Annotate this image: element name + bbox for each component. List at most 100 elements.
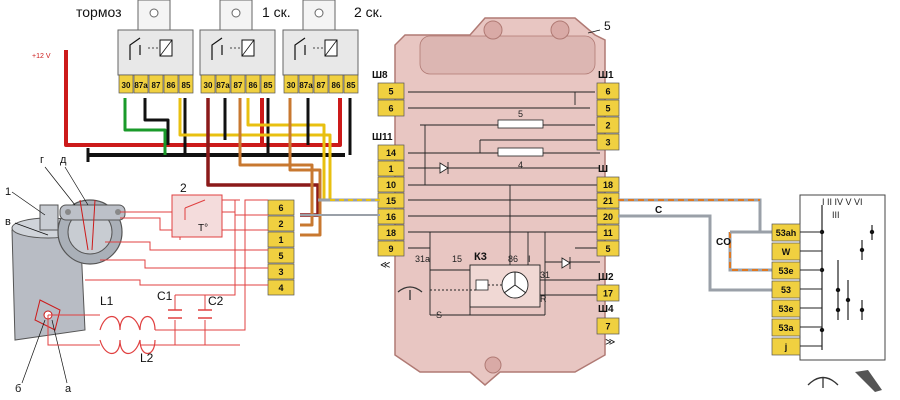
motor-wires (47, 199, 268, 346)
svg-text:86: 86 (508, 254, 518, 264)
relay-pin-label: 30 (204, 81, 213, 90)
relay-pin-label: 87 (317, 81, 326, 90)
cap-c1-label: C1 (157, 289, 173, 303)
relay-pin-label: 87a (134, 81, 148, 90)
switch-connector-pin-label: 53e (778, 304, 793, 314)
conn-sh2-pin-label: 17 (603, 289, 613, 299)
switch-connector-pin-label: 53a (778, 323, 794, 333)
conn-sh11-pin (377, 208, 405, 225)
svg-text:1: 1 (5, 186, 11, 198)
conn-sh11-pin (377, 224, 405, 241)
relay-pin (283, 74, 299, 94)
block-internal-wiring (408, 91, 600, 316)
conn-sh3-pin-label: 20 (603, 212, 613, 222)
arrow-left-mark: ≪ (380, 260, 390, 271)
switch-contact-dot (869, 229, 875, 235)
relay-pin-label: 87 (152, 81, 161, 90)
conn-sh4-pin-label: 7 (605, 322, 610, 332)
conn-sh1-pin (596, 99, 620, 117)
svg-text:III: III (832, 210, 840, 220)
conn-sh3-pin (596, 240, 620, 257)
coils (99, 315, 156, 355)
conn-sh11-pin (377, 160, 405, 177)
capacitors (168, 309, 212, 319)
coil-l2-label: L2 (140, 351, 154, 365)
switch-contact-dot (859, 307, 865, 313)
conn-sh1-pin-label: 2 (605, 121, 610, 131)
relay-pin-label: 85 (182, 81, 191, 90)
motor-connector-pin-label: 2 (278, 219, 283, 229)
svg-text:д: д (60, 154, 67, 166)
relay-pin (343, 74, 359, 94)
switch-contact-dot (835, 307, 841, 313)
k3-relay: К3 31a 15 86 I 31 R S (415, 251, 550, 320)
motor-connector-pin-label: 6 (278, 203, 283, 213)
motor-connector-pin (267, 215, 295, 232)
wiper-icon (397, 286, 423, 300)
svg-text:б: б (15, 383, 21, 395)
diode-2 (561, 257, 571, 269)
motor-connector-pin (267, 247, 295, 264)
conn-sh11-pin-label: 14 (386, 148, 396, 158)
sh2-title: Ш2 (598, 272, 614, 283)
switch-contact-dot (819, 327, 825, 333)
switch-contact-dot (845, 297, 851, 303)
connector-sh2: 17 (596, 284, 620, 302)
conn-sh11-pin (377, 144, 405, 161)
switch-wires (618, 198, 772, 292)
block-number: 5 (604, 19, 611, 33)
motor-connector-pin-label: 1 (278, 235, 283, 245)
sh8-title: Ш8 (372, 70, 388, 81)
motor-connector-pin (267, 279, 295, 296)
motor-connector-pin-label: 3 (278, 267, 283, 277)
switch-connector-pin-label: 53 (781, 285, 791, 295)
k3-label: К3 (474, 251, 487, 263)
sh1-title: Ш1 (598, 70, 614, 81)
switch-connector-pin-label: W (782, 247, 791, 257)
wire-c-label: C (655, 205, 662, 216)
coil-l1-label: L1 (100, 294, 114, 308)
relay-pin (178, 74, 194, 94)
switch-connector-pin-label: 53e (778, 266, 793, 276)
relay-pin-label: 30 (287, 81, 296, 90)
svg-text:31: 31 (540, 270, 550, 280)
relay-wires (64, 50, 380, 237)
switch-contact-dot (835, 287, 841, 293)
conn-sh11-pin (377, 176, 405, 193)
svg-text:г: г (40, 154, 44, 166)
connector-sh1: 6 5 2 3 (596, 82, 620, 151)
relay-pin-label: 87 (234, 81, 243, 90)
svg-text:31a: 31a (415, 254, 430, 264)
conn-sh8-pin-label: 6 (388, 104, 393, 114)
wire-co-label: CO (716, 237, 731, 248)
stalk-lever-icon (855, 370, 882, 392)
conn-sh1-pin-label: 3 (605, 138, 610, 148)
conn-sh3-pin-label: 21 (603, 196, 613, 206)
conn-sh1-pin-label: 5 (605, 104, 610, 114)
arrow-right-mark: ≫ (605, 337, 615, 348)
thermo-switch: 2 T° (171, 181, 223, 238)
motor-connector-pin (267, 263, 295, 280)
relay-pin-label: 87a (299, 81, 313, 90)
conn-sh3-pin (596, 224, 620, 241)
relay-pin (245, 74, 261, 94)
steering-switch: I II IV V VI III (799, 194, 886, 361)
control-block: 5 (394, 17, 611, 386)
fuse-5: 5 (497, 109, 544, 129)
motor-connector-pin (267, 199, 295, 216)
conn-sh1-pin-label: 6 (605, 87, 610, 97)
conn-sh11-pin-label: 15 (386, 196, 396, 206)
conn-sh3-pin-label: 5 (605, 244, 610, 254)
relay-pin-label: 85 (264, 81, 273, 90)
relay-label: тормоз (76, 4, 122, 20)
relay-pin (163, 74, 179, 94)
connector-sh4: 7 (596, 317, 620, 335)
